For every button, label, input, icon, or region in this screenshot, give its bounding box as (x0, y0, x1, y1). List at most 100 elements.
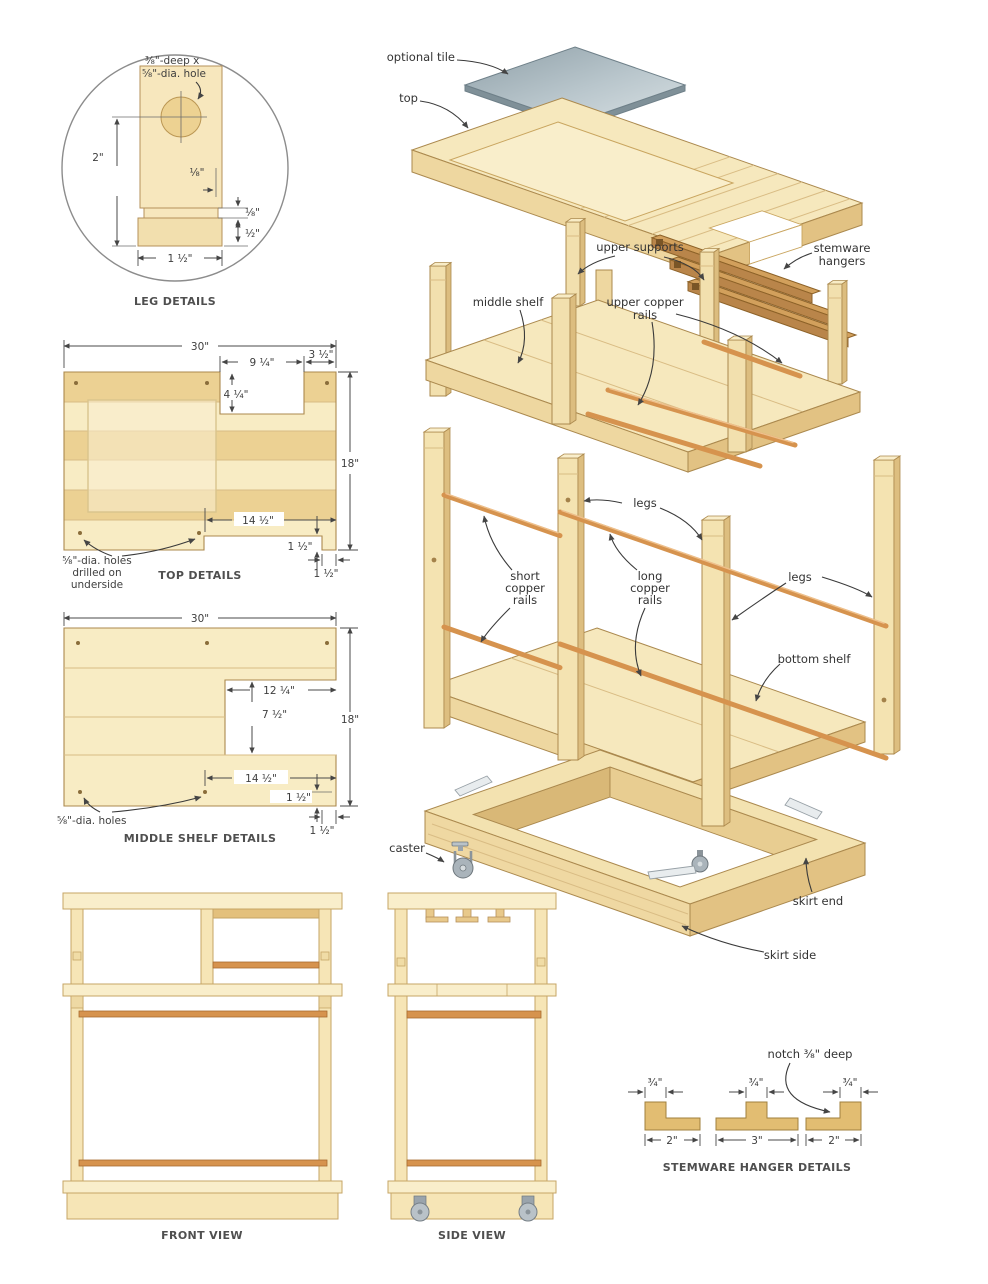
dim-30in: 30" (191, 341, 209, 353)
dim-4-14: 4 ¹⁄₄" (223, 389, 248, 401)
svg-text:copper: copper (630, 581, 670, 595)
stemware-details-caption: STEMWARE HANGER DETAILS (663, 1161, 852, 1174)
label-optional-tile: optional tile (387, 50, 455, 64)
copper-rails (441, 492, 889, 761)
front-copper-rail (78, 1159, 328, 1167)
upper-support-post (826, 279, 849, 385)
label-upper-supports: upper supports (596, 240, 684, 254)
front-leg (318, 908, 332, 1186)
leg (700, 515, 732, 827)
side-copper-rail (406, 1010, 542, 1019)
dim-9-14: 9 ¹⁄₄" (249, 357, 274, 369)
front-skirt (66, 1192, 339, 1220)
dim-14-12: 14 ¹⁄₂" (242, 515, 274, 527)
label-long-copper-rails: long (638, 569, 663, 583)
corner-brace (454, 775, 823, 880)
front-middle-shelf (62, 983, 343, 997)
front-view-panel: FRONT VIEW (62, 892, 343, 1242)
tile-outline (87, 399, 217, 513)
side-top (387, 892, 557, 910)
stemware-hanger-rail (686, 278, 858, 348)
leg-details-caption: LEG DETAILS (134, 295, 216, 308)
side-view-caption: SIDE VIEW (438, 1229, 506, 1242)
dim-leg-width: 1 ¹⁄₂" (167, 253, 192, 265)
label-legs-right: legs (788, 570, 812, 584)
caster-under-skirt (691, 850, 709, 873)
middle-shelf-assembly (424, 269, 862, 473)
middle-shelf-post (550, 293, 578, 425)
leg (556, 453, 586, 761)
leg (872, 455, 902, 755)
hanger-section-T (715, 1101, 799, 1131)
svg-text:rails: rails (513, 593, 537, 607)
top-groove (448, 121, 735, 222)
dim-2in: 2" (828, 1135, 840, 1147)
front-copper-rail (78, 1010, 328, 1018)
dim-34: ³⁄₄" (842, 1077, 857, 1089)
notch-note: notch ³⁄₈" deep (768, 1047, 853, 1061)
front-view-caption: FRONT VIEW (161, 1229, 243, 1242)
label-stemware-hangers: stemware (814, 241, 871, 255)
leg-hole-note: ³⁄₈"-deep x (145, 55, 200, 67)
middle-shelf-caption: MIDDLE SHELF DETAILS (124, 832, 276, 845)
dim-1-12-v: 1 ¹⁄₂" (286, 792, 311, 804)
svg-text:copper: copper (505, 581, 545, 595)
dim-3-12: 3 ¹⁄₂" (308, 349, 333, 361)
side-stemware-hangers (425, 908, 511, 923)
upper-support-post (564, 217, 587, 307)
caster-glyph (451, 841, 474, 879)
dim-1-12-h: 1 ¹⁄₂" (309, 825, 334, 837)
side-leg (394, 908, 408, 1186)
label-legs-left: legs (633, 496, 657, 510)
dim-18in: 18" (341, 458, 359, 470)
top-details-caption: TOP DETAILS (158, 569, 241, 582)
label-top: top (399, 91, 418, 105)
dim-34: ³⁄₄" (647, 1077, 662, 1089)
top-details-panel: 30" 9 ¹⁄₄" 3 ¹⁄₂" 4 ¹⁄₄" 18" 14 ¹⁄₂" 1 ¹… (62, 340, 359, 591)
front-upper-support (200, 908, 214, 986)
side-caster (518, 1195, 538, 1222)
dim-1-12-v: 1 ¹⁄₂" (287, 541, 312, 553)
dim-2in: 2" (92, 152, 104, 164)
stemware-hanger-rail (650, 234, 822, 304)
middle-shelf-details-panel: 30" 18" 12 ¹⁄₄" 7 ¹⁄₂" 14 ¹⁄₂" 1 ¹⁄₂" 1 … (57, 612, 359, 845)
dim-18in: 18" (341, 714, 359, 726)
svg-text:⁵⁄₈"-dia. hole: ⁵⁄₈"-dia. hole (142, 68, 206, 80)
legs (422, 427, 902, 827)
dim-7-12: 7 ¹⁄₂" (262, 709, 287, 721)
label-bottom-shelf: bottom shelf (778, 652, 852, 666)
svg-text:hangers: hangers (819, 254, 866, 268)
side-copper-rail (406, 1159, 542, 1167)
label-skirt-side: skirt side (764, 948, 816, 962)
leg-details-panel: ³⁄₈"-deep x ⁵⁄₈"-dia. hole 2" ¹⁄₈" ¹⁄₈" … (61, 54, 289, 308)
svg-text:drilled on: drilled on (72, 567, 121, 579)
front-top (62, 892, 343, 910)
label-middle-shelf: middle shelf (473, 295, 544, 309)
exploded-annotations: optional tile top upper supports stemwar… (387, 50, 873, 962)
dim-14-12: 14 ¹⁄₂" (245, 773, 277, 785)
front-leg (70, 908, 84, 1186)
middle-shelf-post (726, 335, 754, 453)
hanger-section-L (644, 1101, 701, 1131)
dim-eighth-top: ¹⁄₈" (189, 167, 204, 179)
side-caster (410, 1195, 430, 1222)
dim-half: ¹⁄₂" (245, 228, 260, 240)
side-leg (534, 908, 548, 1186)
stemware-details-panel: ³⁄₄" ³⁄₄" ³⁄₄" 2" 3" 2" notch ³⁄₈" deep … (628, 1047, 878, 1174)
front-bottom-shelf (62, 1180, 343, 1194)
label-upper-copper-rails: upper copper (606, 295, 683, 309)
exploded-view: optional tile top upper supports stemwar… (387, 46, 902, 962)
svg-text:rails: rails (633, 308, 657, 322)
front-stemware-band (212, 908, 320, 919)
side-middle-shelf (387, 983, 557, 997)
svg-text:underside: underside (71, 579, 123, 591)
dim-eighth-side: ¹⁄₈" (245, 207, 260, 219)
top-holes-note: ⁵⁄₈"-dia. holes (62, 555, 131, 567)
dim-30in: 30" (191, 613, 209, 625)
hanger-section-L-mirror (805, 1101, 862, 1131)
dim-34: ³⁄₄" (748, 1077, 763, 1089)
dim-1-12-h: 1 ¹⁄₂" (313, 568, 338, 580)
dim-2in: 2" (666, 1135, 678, 1147)
